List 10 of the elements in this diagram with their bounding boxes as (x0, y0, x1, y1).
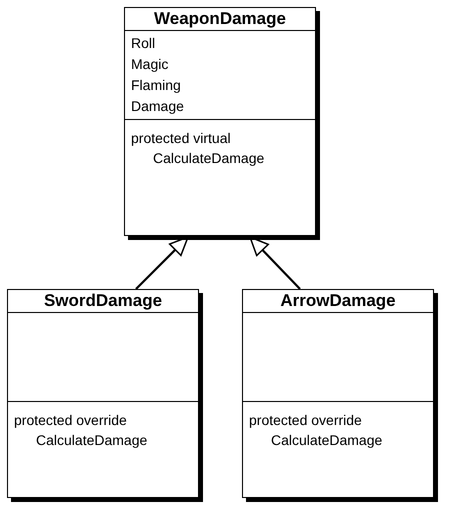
attribute: Roll (131, 34, 156, 53)
attribute: Flaming (131, 76, 182, 95)
method: protected virtual CalculateDamage (130, 129, 266, 168)
class-name: SwordDamage (8, 290, 198, 313)
method: protected override CalculateDamage (248, 411, 384, 450)
attribute: Magic (131, 55, 170, 74)
attribute: Damage (131, 97, 185, 116)
class-name: WeaponDamage (125, 8, 315, 31)
class-name: ArrowDamage (243, 290, 433, 313)
method: protected override CalculateDamage (13, 411, 148, 450)
